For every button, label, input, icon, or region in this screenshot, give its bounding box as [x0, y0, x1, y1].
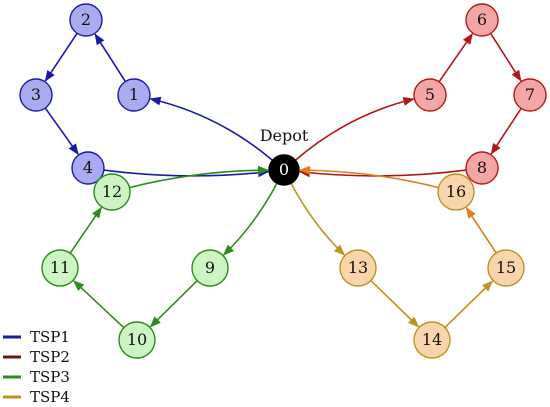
node-8: 8: [465, 151, 499, 185]
node-circle: [413, 321, 451, 359]
node-label: 0: [279, 160, 289, 179]
legend-label: TSP3: [30, 368, 70, 386]
node-14: 14: [413, 321, 451, 359]
node-4: 4: [71, 151, 105, 185]
node-5: 5: [413, 78, 447, 112]
edge-11-to-12: [69, 206, 102, 254]
node-label: 8: [477, 158, 487, 177]
node-circle: [118, 321, 156, 359]
depot-node: 0: [268, 154, 300, 186]
node-15: 15: [487, 249, 525, 287]
edge-1-to-2: [94, 33, 127, 82]
node-label: 5: [425, 85, 435, 104]
edge-13-to-14: [370, 279, 420, 328]
node-circle: [191, 249, 229, 287]
edge-9-to-10: [149, 280, 198, 328]
node-circle: [513, 78, 547, 112]
node-3: 3: [19, 78, 53, 112]
node-circle: [69, 3, 103, 37]
node-label: 16: [446, 182, 466, 201]
edge-0-to-5: [294, 97, 415, 161]
edge-0-to-1: [149, 96, 274, 161]
edge-6-to-7: [489, 33, 522, 82]
node-10: 10: [118, 321, 156, 359]
depot-label: Depot: [260, 126, 309, 145]
edge-3-to-4: [44, 107, 79, 156]
node-circle: [339, 249, 377, 287]
edge-15-to-16: [465, 206, 497, 254]
node-13: 13: [339, 249, 377, 287]
node-circle: [41, 249, 79, 287]
edge-5-to-6: [438, 33, 473, 83]
node-label: 12: [102, 182, 122, 201]
node-16: 16: [437, 173, 475, 211]
node-label: 7: [525, 85, 535, 104]
node-label: 2: [81, 10, 91, 29]
node-circle: [71, 151, 105, 185]
node-6: 6: [465, 3, 499, 37]
edges-layer: [44, 32, 522, 329]
edge-7-to-8: [490, 107, 522, 155]
edge-2-to-3: [44, 32, 78, 82]
node-label: 3: [31, 85, 41, 104]
node-11: 11: [41, 249, 79, 287]
node-label: 6: [477, 10, 487, 29]
node-label: 15: [496, 258, 516, 277]
legend-label: TSP1: [30, 328, 70, 346]
legend-item-tsp1: TSP1: [3, 328, 70, 346]
node-2: 2: [69, 3, 103, 37]
node-circle: [19, 78, 53, 112]
edge-0-to-13: [290, 182, 346, 256]
legend-label: TSP2: [30, 348, 70, 366]
node-label: 14: [422, 330, 442, 349]
node-circle: [437, 173, 475, 211]
node-circle: [268, 154, 300, 186]
node-label: 10: [127, 330, 147, 349]
edge-12-to-0: [129, 165, 270, 189]
legend-item-tsp2: TSP2: [3, 348, 70, 366]
node-12: 12: [93, 173, 131, 211]
node-1: 1: [117, 78, 151, 112]
legend-item-tsp3: TSP3: [3, 368, 70, 386]
node-circle: [487, 249, 525, 287]
node-label: 11: [50, 258, 70, 277]
node-label: 9: [205, 258, 215, 277]
node-label: 4: [83, 158, 93, 177]
legend-label: TSP4: [30, 388, 70, 406]
node-7: 7: [513, 78, 547, 112]
edge-0-to-9: [222, 182, 278, 256]
node-circle: [465, 151, 499, 185]
node-label: 1: [129, 85, 139, 104]
node-circle: [465, 3, 499, 37]
node-9: 9: [191, 249, 229, 287]
edge-14-to-15: [444, 280, 494, 329]
legend-item-tsp4: TSP4: [3, 388, 70, 406]
node-circle: [93, 173, 131, 211]
node-label: 13: [348, 258, 368, 277]
node-circle: [117, 78, 151, 112]
edge-10-to-11: [73, 280, 125, 329]
edge-16-to-0: [298, 165, 439, 189]
node-circle: [413, 78, 447, 112]
